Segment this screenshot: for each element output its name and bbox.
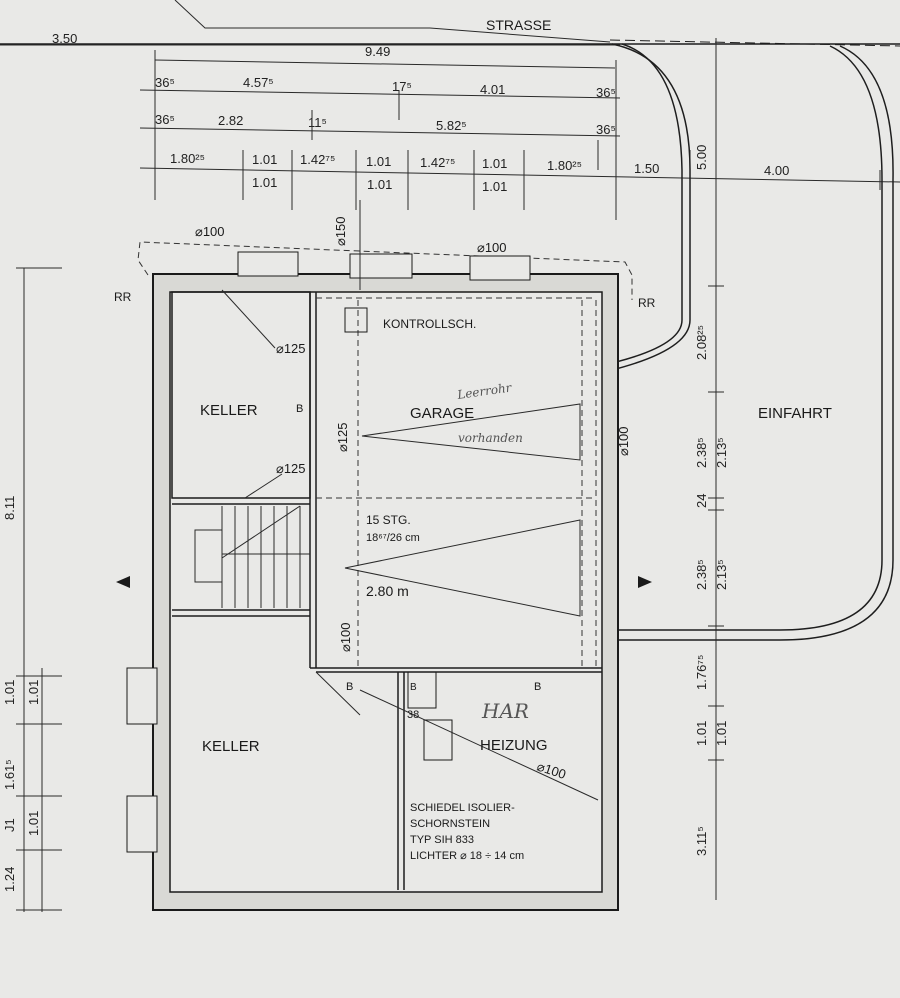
dim-r3-e: 1.42⁷⁵	[420, 155, 455, 170]
dim-left-c: 1.01	[26, 680, 41, 705]
pipe-lines	[221, 200, 599, 801]
dim-r3-h: 1.50	[634, 161, 659, 176]
dim-r1-d: 4.01	[480, 82, 505, 97]
pipe-100-mid: ⌀100	[338, 622, 353, 652]
window-left-1	[126, 667, 158, 725]
dim-r3-c: 1.42⁷⁵	[300, 152, 335, 167]
dim-left-g: 1.24	[2, 867, 17, 892]
window-top-1	[237, 251, 299, 277]
dim-r2-b: 2.82	[218, 113, 243, 128]
b-label-1: B	[296, 403, 303, 415]
dim-right-f: 2.13⁵	[714, 559, 729, 590]
street-edge: STRASSE	[0, 0, 900, 47]
dim-left-a: 8.11	[2, 496, 17, 520]
dim-949: 9.49	[365, 44, 390, 59]
stairs-label: 15 STG.	[366, 513, 411, 527]
dim-right-h: 1.01	[694, 721, 709, 746]
keller-upper-label: KELLER	[200, 402, 258, 419]
kontrollsch-label: KONTROLLSCH.	[383, 317, 476, 331]
room-labels: KELLER KELLER GARAGE HEIZUNG KONTROLLSCH…	[114, 290, 656, 862]
dim-right-e: 2.38⁵	[694, 559, 709, 590]
b-label-4: B	[410, 682, 417, 693]
dim-r3-g: 1.80²⁵	[547, 158, 582, 173]
dim-r4-a: 1.01	[252, 175, 277, 190]
h38-label: 38	[407, 709, 419, 721]
dim-left-f: J1	[2, 818, 17, 832]
garage-label: GARAGE	[410, 405, 474, 422]
dim-v500: 5.00	[694, 145, 709, 170]
handwriting-3: HAR	[481, 699, 529, 723]
dim-r2-a: 36⁵	[155, 112, 175, 127]
b-label-2: B	[346, 681, 353, 693]
dim-right-i: 1.01	[714, 721, 729, 746]
dim-r3-a: 1.80²⁵	[170, 151, 205, 166]
building-walls	[126, 251, 619, 911]
einfahrt-label: EINFAHRT	[758, 405, 832, 422]
inner-floor	[169, 291, 603, 893]
rr-left-label: RR	[114, 290, 132, 304]
pipe-125-b: ⌀125	[335, 422, 350, 452]
window-left-2	[126, 795, 158, 853]
pipe-150: ⌀150	[333, 216, 348, 246]
dim-left-b: 1.01	[2, 680, 17, 705]
dim-r3-d: 1.01	[366, 154, 391, 169]
roof-outline	[137, 241, 633, 300]
keller-lower-label: KELLER	[202, 738, 260, 755]
dim-r3-b: 1.01	[252, 152, 277, 167]
right-dimensions: 2.08²⁵ 2.38⁵ 2.13⁵ 24 2.38⁵ 2.13⁵ 1.76⁷⁵…	[694, 180, 729, 900]
dim-r4-c: 1.01	[482, 179, 507, 194]
dim-r2-c: 11⁵	[308, 115, 327, 130]
pipe-125-a: ⌀125	[276, 341, 306, 356]
garage-marks	[344, 403, 581, 617]
handwritten-notes: Leerrohr vorhanden HAR	[455, 380, 528, 723]
dim-right-d: 24	[694, 494, 709, 508]
dim-right-g: 1.76⁷⁵	[694, 655, 709, 690]
dim-r3-f: 1.01	[482, 156, 507, 171]
dim-r1-c: 17⁵	[392, 79, 412, 94]
dim-r3-i: 4.00	[764, 163, 789, 178]
dim-right-j: 3.11⁵	[694, 826, 709, 856]
dim-r1-a: 36⁵	[155, 75, 175, 90]
boiler	[423, 719, 453, 761]
street-label: STRASSE	[486, 17, 551, 33]
pipe-125-c: ⌀125	[276, 461, 306, 476]
rr-right-label: RR	[638, 296, 656, 310]
chimney-text-4: LICHTER ⌀ 18 ÷ 14 cm	[410, 850, 524, 862]
dim-r1-e: 36⁵	[596, 85, 616, 100]
inspection-shaft	[344, 307, 368, 333]
dim-right-a: 2.08²⁵	[694, 325, 709, 360]
pipe-100-top-left: ⌀100	[195, 224, 225, 239]
chimney-text-1: SCHIEDEL ISOLIER-	[410, 802, 515, 814]
driveway: EINFAHRT	[611, 43, 894, 641]
garage-dashes	[316, 297, 597, 666]
chimney	[407, 671, 437, 709]
dim-r1-b: 4.57⁵	[243, 75, 274, 90]
window-top-2	[349, 253, 413, 279]
dim-left-e: 1.01	[26, 811, 41, 836]
chimney-text-3: TYP SIH 833	[410, 834, 474, 846]
pipe-100-right: ⌀100	[616, 426, 631, 456]
left-dimensions: 8.11 1.01 1.01 1.61⁵ 1.01 J1 1.24	[2, 267, 62, 912]
dim-r4-b: 1.01	[367, 177, 392, 192]
dim-right-b: 2.38⁵	[694, 437, 709, 468]
chimney-text-2: SCHORNSTEIN	[410, 818, 490, 830]
dim-r2-d: 5.82⁵	[436, 118, 467, 133]
dim-right-c: 2.13⁵	[714, 437, 729, 468]
dim-r2-e: 36⁵	[596, 122, 616, 137]
b-label-3: B	[534, 681, 541, 693]
stairs-dim-label: 18⁶⁷/26 cm	[366, 532, 420, 544]
handwriting-2: vorhanden	[458, 431, 523, 445]
pipe-100-top-right: ⌀100	[477, 240, 507, 255]
dim-350: 3.50	[52, 31, 77, 46]
heizung-label: HEIZUNG	[480, 737, 548, 754]
dim-left-d: 1.61⁵	[2, 759, 17, 790]
height-label: 2.80 m	[366, 583, 409, 599]
window-top-3	[469, 255, 531, 281]
staircase	[194, 505, 310, 608]
